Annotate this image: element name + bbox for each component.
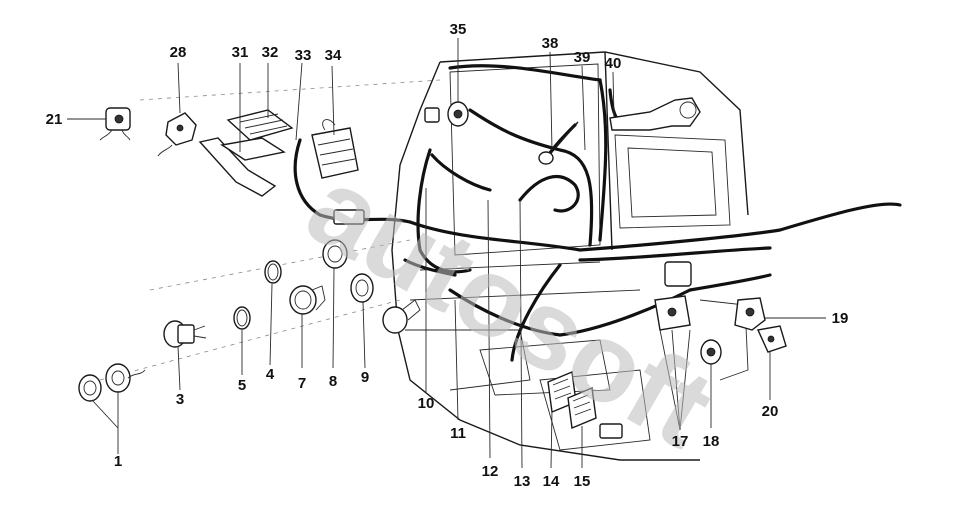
callout-5: 5 <box>238 377 246 394</box>
callout-28: 28 <box>170 44 187 61</box>
component-21-relay <box>99 107 131 141</box>
component-knob <box>382 299 421 334</box>
callout-labels: 1 3 4 5 7 8 9 10 11 12 13 14 15 17 18 19… <box>46 21 849 490</box>
callout-12: 12 <box>482 463 499 480</box>
component-4-ring <box>264 260 282 284</box>
callout-15: 15 <box>574 473 591 490</box>
cab-body <box>99 51 749 461</box>
callout-39: 39 <box>574 49 591 66</box>
component-17-valve-block <box>654 261 692 331</box>
callout-18: 18 <box>703 433 720 450</box>
callout-9: 9 <box>361 369 369 386</box>
component-20-sensor <box>756 325 787 353</box>
component-38-antenna <box>538 121 579 165</box>
callout-34: 34 <box>325 47 342 64</box>
component-7-bezel <box>289 285 326 315</box>
component-18-sensor <box>700 339 722 365</box>
component-19-switch <box>734 297 766 331</box>
component-15-switch-panel <box>567 387 623 439</box>
callout-31: 31 <box>232 44 249 61</box>
callout-19: 19 <box>832 310 849 327</box>
leader-lines <box>67 38 826 469</box>
callout-10: 10 <box>418 395 435 412</box>
component-9-ring <box>350 273 374 303</box>
callout-32: 32 <box>262 44 279 61</box>
callout-17: 17 <box>672 433 689 450</box>
component-35-connector <box>424 101 469 127</box>
callout-21: 21 <box>46 111 63 128</box>
component-33-34-module <box>311 119 365 225</box>
callout-40: 40 <box>605 55 622 72</box>
callout-33: 33 <box>295 47 312 64</box>
callout-4: 4 <box>266 366 275 383</box>
callout-35: 35 <box>450 21 467 38</box>
component-3-switch <box>163 320 207 348</box>
callout-11: 11 <box>450 425 466 442</box>
component-28-connector <box>157 112 197 157</box>
callout-20: 20 <box>762 403 779 420</box>
callout-3: 3 <box>176 391 184 408</box>
component-5-ring <box>233 306 251 330</box>
component-1-lamps <box>78 363 146 402</box>
callout-7: 7 <box>298 375 306 392</box>
callout-1: 1 <box>114 453 122 470</box>
callout-8: 8 <box>329 373 337 390</box>
wiring-harness <box>293 64 902 362</box>
callout-38: 38 <box>542 35 559 52</box>
callout-14: 14 <box>543 473 560 490</box>
callout-13: 13 <box>514 473 531 490</box>
component-40-horn <box>609 97 701 131</box>
component-8-bezel <box>322 239 348 269</box>
component-31-32-panel <box>198 109 294 197</box>
